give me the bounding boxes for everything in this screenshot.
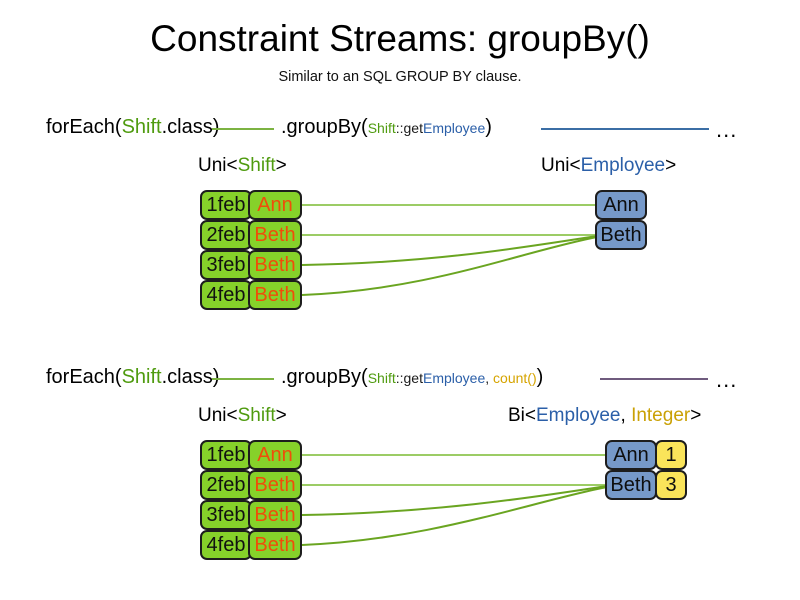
shift-name-cell[interactable]: Beth bbox=[248, 280, 302, 310]
employee-cell[interactable]: Beth bbox=[595, 220, 647, 250]
shift-name-cell[interactable]: Beth bbox=[248, 530, 302, 560]
type-right-outer-1: Uni< bbox=[541, 155, 581, 176]
groupby-arg-sep-1: ::get bbox=[395, 120, 423, 136]
shift-date-cell[interactable]: 3feb bbox=[200, 500, 252, 530]
shift-date-cell[interactable]: 2feb bbox=[200, 470, 252, 500]
type-left-outer-2: Uni< bbox=[198, 405, 238, 426]
type-right-inner-2: Employee bbox=[536, 405, 621, 426]
shift-name-cell[interactable]: Ann bbox=[248, 440, 302, 470]
type-right-inner-1: Employee bbox=[580, 155, 666, 176]
ellipsis-1: ... bbox=[716, 117, 738, 142]
connector-blue-1 bbox=[541, 128, 709, 130]
type-label-left-1: Uni<Shift> bbox=[198, 155, 287, 177]
page-subtitle: Similar to an SQL GROUP BY clause. bbox=[278, 69, 522, 85]
connector-green-2 bbox=[212, 378, 274, 380]
groupby-arg-prop-2: Employee bbox=[422, 370, 486, 386]
count-cell[interactable]: 1 bbox=[655, 440, 687, 470]
type-right-inner2-2: Integer bbox=[631, 405, 691, 426]
shift-date-cell[interactable]: 4feb bbox=[200, 530, 252, 560]
type-right-close-1: > bbox=[665, 155, 677, 176]
connector-green-1 bbox=[212, 128, 274, 130]
page-title: Constraint Streams: groupBy() bbox=[150, 18, 650, 59]
groupby-arg-sep-2: ::get bbox=[395, 370, 423, 386]
connector-purple-2 bbox=[600, 378, 708, 380]
shift-date-cell[interactable]: 1feb bbox=[200, 440, 252, 470]
wire-s1-r3 bbox=[301, 235, 598, 266]
type-left-close-2: > bbox=[275, 405, 287, 426]
shift-name-cell[interactable]: Beth bbox=[248, 500, 302, 530]
type-right-close-2: > bbox=[690, 405, 702, 426]
shift-date-cell[interactable]: 2feb bbox=[200, 220, 252, 250]
type-left-inner-1: Shift bbox=[237, 155, 276, 176]
groupby-prefix-2: .groupBy( bbox=[281, 366, 368, 388]
groupby-arg-type-2: Shift bbox=[367, 370, 396, 386]
wire-s2-r3 bbox=[301, 485, 608, 516]
pipeline-line-1: forEach(Shift.class) bbox=[46, 116, 219, 139]
type-right-outer-2: Bi< bbox=[508, 405, 536, 426]
groupby-arg-collector-2: count() bbox=[493, 370, 537, 386]
type-left-inner-2: Shift bbox=[237, 405, 276, 426]
type-left-close-1: > bbox=[275, 155, 287, 176]
groupby-arg-type-1: Shift bbox=[367, 120, 396, 136]
employee-cell[interactable]: Ann bbox=[605, 440, 657, 470]
shift-date-cell[interactable]: 4feb bbox=[200, 280, 252, 310]
foreach-type-1: Shift bbox=[121, 116, 162, 138]
shift-name-cell[interactable]: Beth bbox=[248, 220, 302, 250]
employee-cell[interactable]: Beth bbox=[605, 470, 657, 500]
wire-s1-r4 bbox=[301, 236, 598, 296]
type-right-sep-2: , bbox=[620, 405, 632, 426]
shift-date-cell[interactable]: 3feb bbox=[200, 250, 252, 280]
groupby-call-2: .groupBy(Shift::getEmployee, count()) bbox=[281, 366, 543, 389]
ellipsis-2: ... bbox=[716, 367, 738, 392]
type-label-right-1: Uni<Employee> bbox=[541, 155, 676, 177]
count-cell[interactable]: 3 bbox=[655, 470, 687, 500]
groupby-arg-prop-1: Employee bbox=[422, 120, 486, 136]
groupby-prefix-1: .groupBy( bbox=[281, 116, 368, 138]
type-label-left-2: Uni<Shift> bbox=[198, 405, 287, 427]
shift-name-cell[interactable]: Beth bbox=[248, 250, 302, 280]
pipeline-line-2: forEach(Shift.class) bbox=[46, 366, 219, 389]
shift-name-cell[interactable]: Ann bbox=[248, 190, 302, 220]
groupby-arg-comma-2: , bbox=[485, 370, 494, 386]
foreach-prefix-1: forEach( bbox=[46, 116, 122, 138]
foreach-suffix-2: .class) bbox=[161, 366, 220, 388]
employee-cell[interactable]: Ann bbox=[595, 190, 647, 220]
type-left-outer-1: Uni< bbox=[198, 155, 238, 176]
groupby-call-1: .groupBy(Shift::getEmployee) bbox=[281, 116, 492, 139]
foreach-prefix-2: forEach( bbox=[46, 366, 122, 388]
type-label-right-2: Bi<Employee, Integer> bbox=[508, 405, 701, 427]
groupby-suffix-1: ) bbox=[485, 116, 492, 138]
groupby-suffix-2: ) bbox=[536, 366, 544, 388]
foreach-type-2: Shift bbox=[121, 366, 162, 388]
foreach-suffix-1: .class) bbox=[161, 116, 220, 138]
shift-name-cell[interactable]: Beth bbox=[248, 470, 302, 500]
shift-date-cell[interactable]: 1feb bbox=[200, 190, 252, 220]
wire-s2-r4 bbox=[301, 486, 608, 546]
